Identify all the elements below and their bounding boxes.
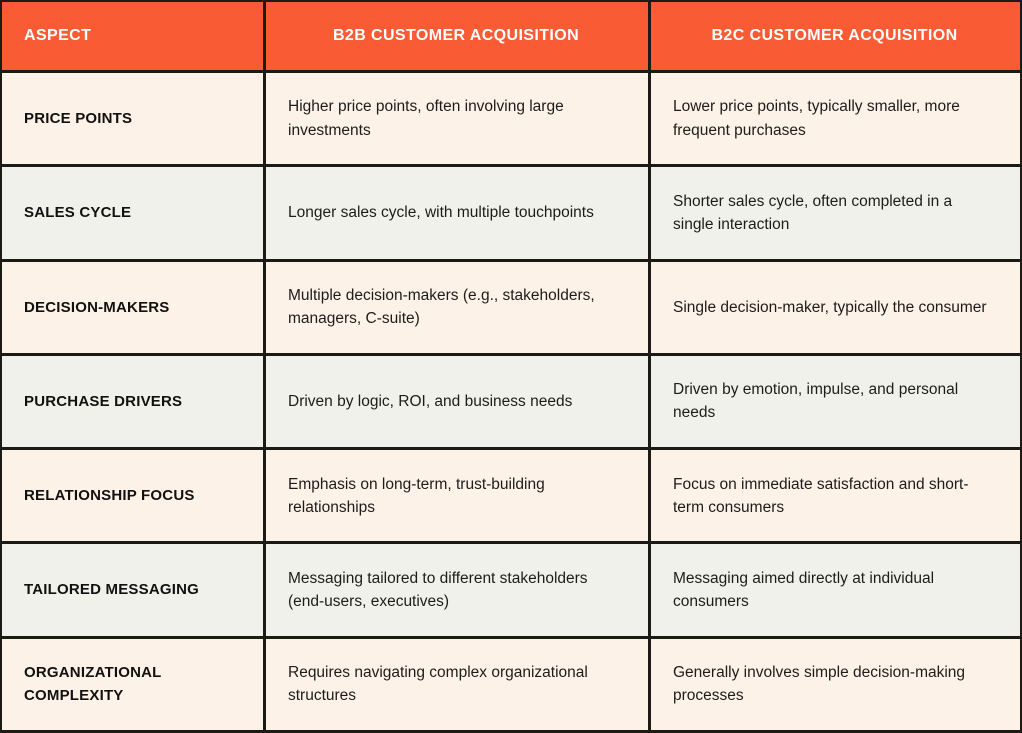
b2c-cell: Focus on immediate satisfaction and shor… xyxy=(648,450,1020,542)
table-row: ORGANIZATIONAL COMPLEXITY Requires navig… xyxy=(2,635,1020,730)
column-header-b2b: B2B CUSTOMER ACQUISITION xyxy=(263,2,648,70)
b2b-cell-text: Emphasis on long-term, trust-building re… xyxy=(288,475,545,516)
b2c-cell: Single decision-maker, typically the con… xyxy=(648,261,1020,353)
b2b-cell-text: Requires navigating complex organization… xyxy=(288,664,588,705)
aspect-cell: ORGANIZATIONAL COMPLEXITY xyxy=(2,638,263,730)
column-header-b2c-label: B2C CUSTOMER ACQUISITION xyxy=(711,27,958,44)
b2c-cell-text: Shorter sales cycle, often completed in … xyxy=(673,192,953,233)
aspect-cell: DECISION-MAKERS xyxy=(2,261,263,353)
b2b-cell: Longer sales cycle, with multiple touchp… xyxy=(263,167,648,259)
aspect-cell: TAILORED MESSAGING xyxy=(2,544,263,636)
b2c-cell-text: Single decision-maker, typically the con… xyxy=(673,298,987,316)
aspect-label: PRICE POINTS xyxy=(24,110,133,128)
b2c-cell-text: Focus on immediate satisfaction and shor… xyxy=(673,475,969,516)
b2c-cell-text: Generally involves simple decision-makin… xyxy=(673,664,966,705)
b2b-cell: Emphasis on long-term, trust-building re… xyxy=(263,450,648,542)
column-header-b2b-label: B2B CUSTOMER ACQUISITION xyxy=(332,27,580,44)
column-header-aspect-label: ASPECT xyxy=(24,27,92,44)
b2b-cell-text: Messaging tailored to different stakehol… xyxy=(288,569,588,611)
b2c-cell-text: Lower price points, typically smaller, m… xyxy=(673,98,960,139)
aspect-label: PURCHASE DRIVERS xyxy=(24,392,183,410)
b2c-cell: Driven by emotion, impulse, and personal… xyxy=(648,355,1020,448)
b2b-cell: Higher price points, often involving lar… xyxy=(263,73,648,165)
b2b-cell-text: Driven by logic, ROI, and business needs xyxy=(288,392,573,410)
b2b-cell: Multiple decision-makers (e.g., stakehol… xyxy=(263,261,648,353)
b2b-cell-text: Longer sales cycle, with multiple touchp… xyxy=(288,204,594,222)
b2c-cell-text: Messaging aimed directly at individual c… xyxy=(673,569,935,611)
table-row: PURCHASE DRIVERS Driven by logic, ROI, a… xyxy=(2,352,1020,448)
column-header-aspect: ASPECT xyxy=(2,2,263,70)
table-row: RELATIONSHIP FOCUS Emphasis on long-term… xyxy=(2,447,1020,542)
aspect-label: SALES CYCLE xyxy=(24,204,132,222)
b2c-cell: Messaging aimed directly at individual c… xyxy=(648,544,1020,636)
table-row: DECISION-MAKERS Multiple decision-makers… xyxy=(2,258,1020,353)
b2b-cell-text: Multiple decision-makers (e.g., stakehol… xyxy=(288,286,595,328)
aspect-cell: PRICE POINTS xyxy=(2,73,263,165)
b2c-cell-text: Driven by emotion, impulse, and personal… xyxy=(673,381,959,422)
aspect-label: DECISION-MAKERS xyxy=(24,298,170,316)
b2b-cell-text: Higher price points, often involving lar… xyxy=(288,98,564,139)
table-header-row: ASPECT B2B CUSTOMER ACQUISITION B2C CUST… xyxy=(2,2,1020,70)
aspect-label: ORGANIZATIONAL COMPLEXITY xyxy=(24,664,162,705)
b2c-cell: Generally involves simple decision-makin… xyxy=(648,638,1020,730)
aspect-label: RELATIONSHIP FOCUS xyxy=(24,487,195,505)
aspect-label: TAILORED MESSAGING xyxy=(24,581,199,599)
b2b-cell: Requires navigating complex organization… xyxy=(263,638,648,730)
b2b-cell: Messaging tailored to different stakehol… xyxy=(263,544,648,636)
column-header-b2c: B2C CUSTOMER ACQUISITION xyxy=(648,2,1020,70)
table-row: TAILORED MESSAGING Messaging tailored to… xyxy=(2,541,1020,636)
table-row: SALES CYCLE Longer sales cycle, with mul… xyxy=(2,164,1020,259)
aspect-cell: PURCHASE DRIVERS xyxy=(2,355,263,448)
b2c-cell: Shorter sales cycle, often completed in … xyxy=(648,167,1020,259)
b2b-cell: Driven by logic, ROI, and business needs xyxy=(263,355,648,448)
table-row: PRICE POINTS Higher price points, often … xyxy=(2,70,1020,165)
aspect-cell: RELATIONSHIP FOCUS xyxy=(2,450,263,542)
b2c-cell: Lower price points, typically smaller, m… xyxy=(648,73,1020,165)
aspect-cell: SALES CYCLE xyxy=(2,167,263,259)
